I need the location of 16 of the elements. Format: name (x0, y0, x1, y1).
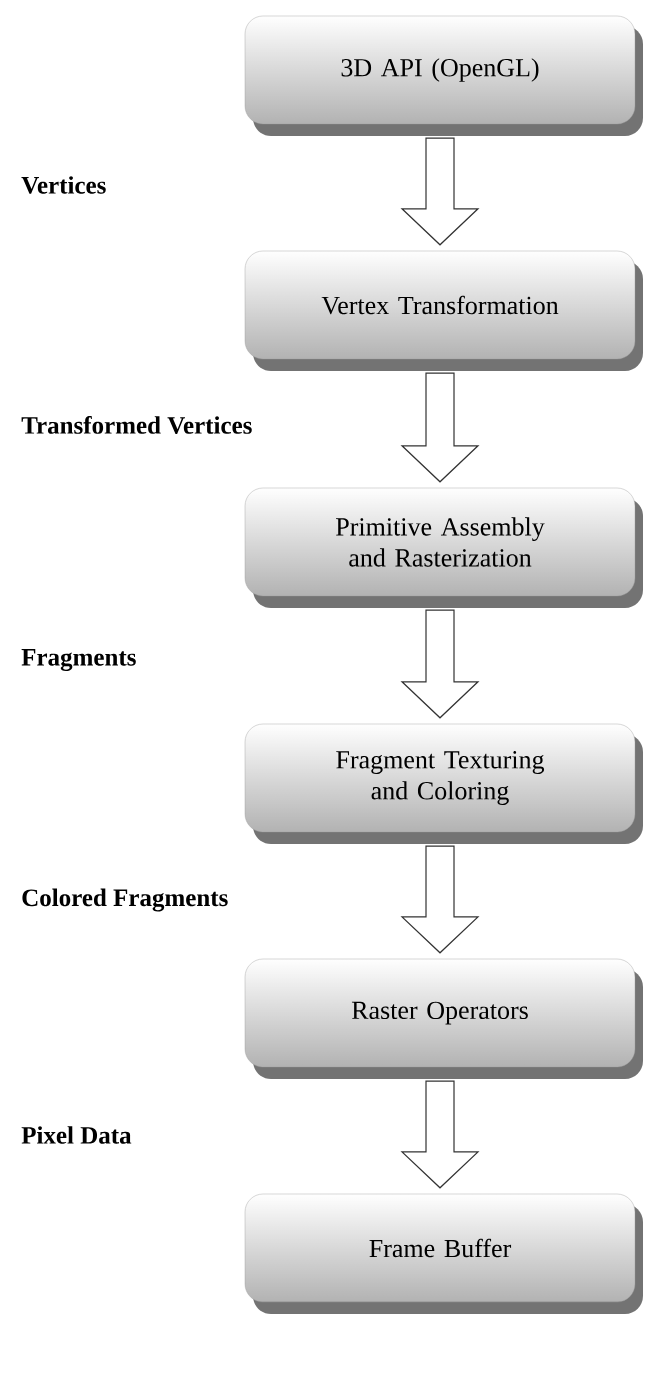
block-arrow (400, 845, 480, 954)
process-box: Vertex Transformation (244, 250, 643, 371)
block-arrow (400, 137, 480, 246)
process-box: Frame Buffer (244, 1193, 643, 1314)
block-arrow (400, 1080, 480, 1189)
stage-label: Transformed Vertices (21, 416, 252, 434)
stage-label: Pixel Data (21, 1126, 132, 1144)
stage-label: Vertices (21, 176, 106, 194)
process-box: Raster Operators (244, 958, 643, 1079)
block-arrow (400, 609, 480, 719)
stage-label: Fragments (21, 649, 136, 671)
process-box: Primitive Assembly and Rasterization (244, 487, 643, 608)
block-arrow (400, 372, 480, 483)
process-box: 3D API (OpenGL) (244, 15, 643, 136)
stage-label: Colored Fragments (22, 888, 228, 912)
process-box: Fragment Texturing and Coloring (244, 723, 643, 844)
